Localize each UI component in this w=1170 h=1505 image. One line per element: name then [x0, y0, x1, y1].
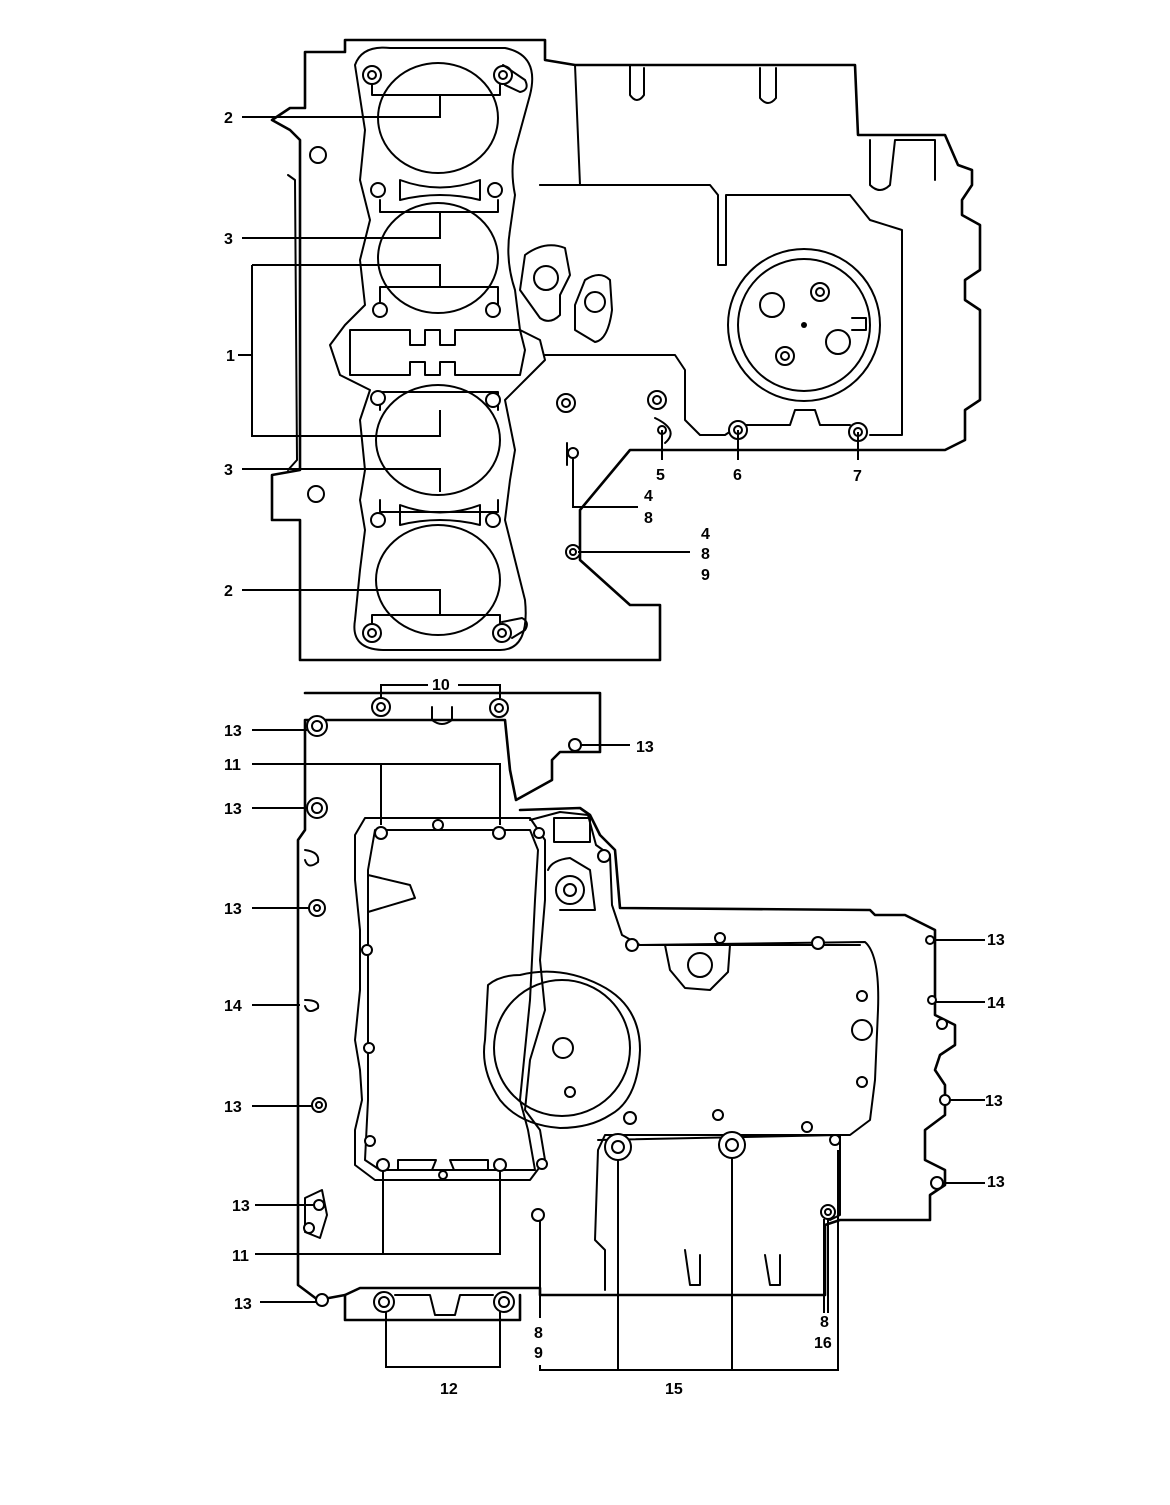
callout-11-top: 11 [224, 757, 241, 774]
callout-13-e: 13 [987, 932, 1005, 949]
callout-12: 12 [440, 1381, 458, 1398]
callout-13-i: 13 [232, 1198, 250, 1215]
callout-2-bottom: 2 [224, 583, 233, 600]
upper-leader-lines [238, 95, 859, 615]
callout-14-right: 14 [987, 995, 1005, 1012]
callout-9-b: 9 [534, 1345, 543, 1362]
callout-15: 15 [665, 1381, 683, 1398]
callout-10: 10 [432, 677, 450, 694]
callout-13-a: 13 [224, 723, 242, 740]
callout-8-c: 8 [534, 1325, 543, 1342]
callout-3-lower: 3 [224, 462, 233, 479]
callout-6: 6 [733, 467, 742, 484]
callout-11-bottom: 11 [232, 1248, 249, 1265]
callout-13-d: 13 [224, 901, 242, 918]
lower-crankcase-assembly [296, 691, 957, 1322]
callout-13-h: 13 [987, 1174, 1005, 1191]
callout-9-a: 9 [701, 567, 710, 584]
lower-leader-lines [252, 684, 985, 1371]
callout-8-d: 8 [820, 1314, 829, 1331]
callout-13-c: 13 [224, 801, 242, 818]
upper-crankcase-assembly [270, 38, 982, 662]
callout-3-upper: 3 [224, 231, 233, 248]
callout-14-left: 14 [224, 998, 242, 1015]
callout-4-b: 4 [701, 526, 710, 543]
callout-7: 7 [853, 468, 862, 485]
callout-8-a: 8 [644, 510, 653, 527]
callout-13-b: 13 [636, 739, 654, 756]
callout-16: 16 [814, 1335, 832, 1352]
callout-13-f: 13 [224, 1099, 242, 1116]
callout-8-b: 8 [701, 546, 710, 563]
callout-2-top: 2 [224, 110, 233, 127]
callout-labels: 2 3 1 3 2 5 6 7 4 8 4 8 9 10 13 13 11 13… [224, 110, 1005, 1398]
callout-13-g: 13 [985, 1093, 1003, 1110]
callout-5: 5 [656, 467, 665, 484]
callout-4-a: 4 [644, 488, 653, 505]
callout-13-j: 13 [234, 1296, 252, 1313]
callout-1: 1 [226, 348, 235, 365]
